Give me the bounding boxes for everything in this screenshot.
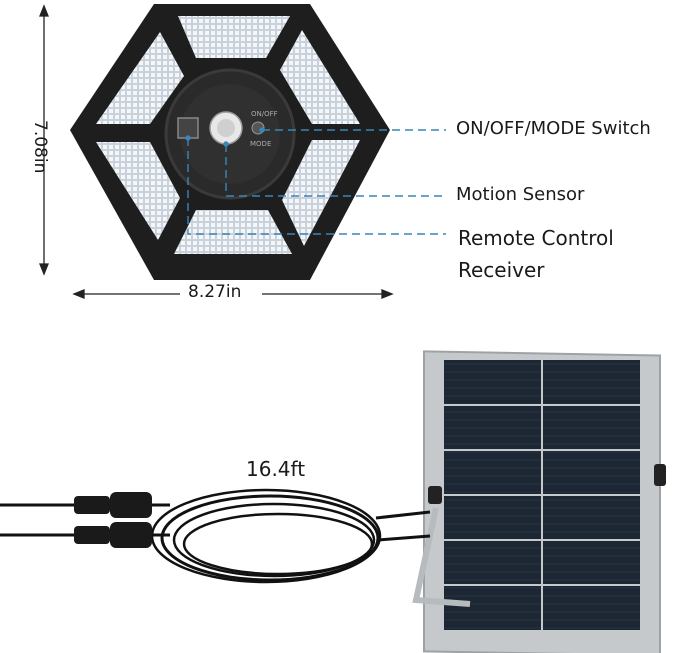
stand-knob-right [654,464,666,486]
connector-icon [74,492,152,548]
mode-print: MODE [250,140,271,148]
label-height: 7.08in [30,120,50,174]
callout-lines [185,127,446,235]
label-remote-line2: Receiver [458,258,545,282]
label-cable-length: 16.4ft [246,457,306,481]
callout-remote [187,138,446,235]
label-motion-sensor: Motion Sensor [456,184,585,205]
stand-knob-left [428,486,442,504]
onoff-print: ON/OFF [251,110,278,118]
solar-panel-icon [412,350,666,653]
hexagon-light-icon: ON/OFF MODE [70,4,390,280]
remote-receiver-icon [177,117,199,139]
panel-stand [412,507,471,607]
cable-icon [0,488,431,584]
height-dimension [39,4,49,276]
led-panel-bottom-right [282,140,360,246]
callout-motion [225,144,446,197]
led-panel-top-left [96,32,184,124]
led-panel-bottom-left [96,142,180,240]
led-panel-top-right [280,30,360,124]
label-remote-line1: Remote Control [458,226,614,250]
cable-coil [160,494,380,582]
label-remote-control-receiver: Remote Control Receiver [458,222,614,286]
led-panel-top [178,16,290,58]
label-onoff-mode-switch: ON/OFF/MODE Switch [456,118,651,139]
led-panel-bottom [174,210,292,254]
label-width: 8.27in [188,282,242,302]
width-dimension [72,289,394,299]
